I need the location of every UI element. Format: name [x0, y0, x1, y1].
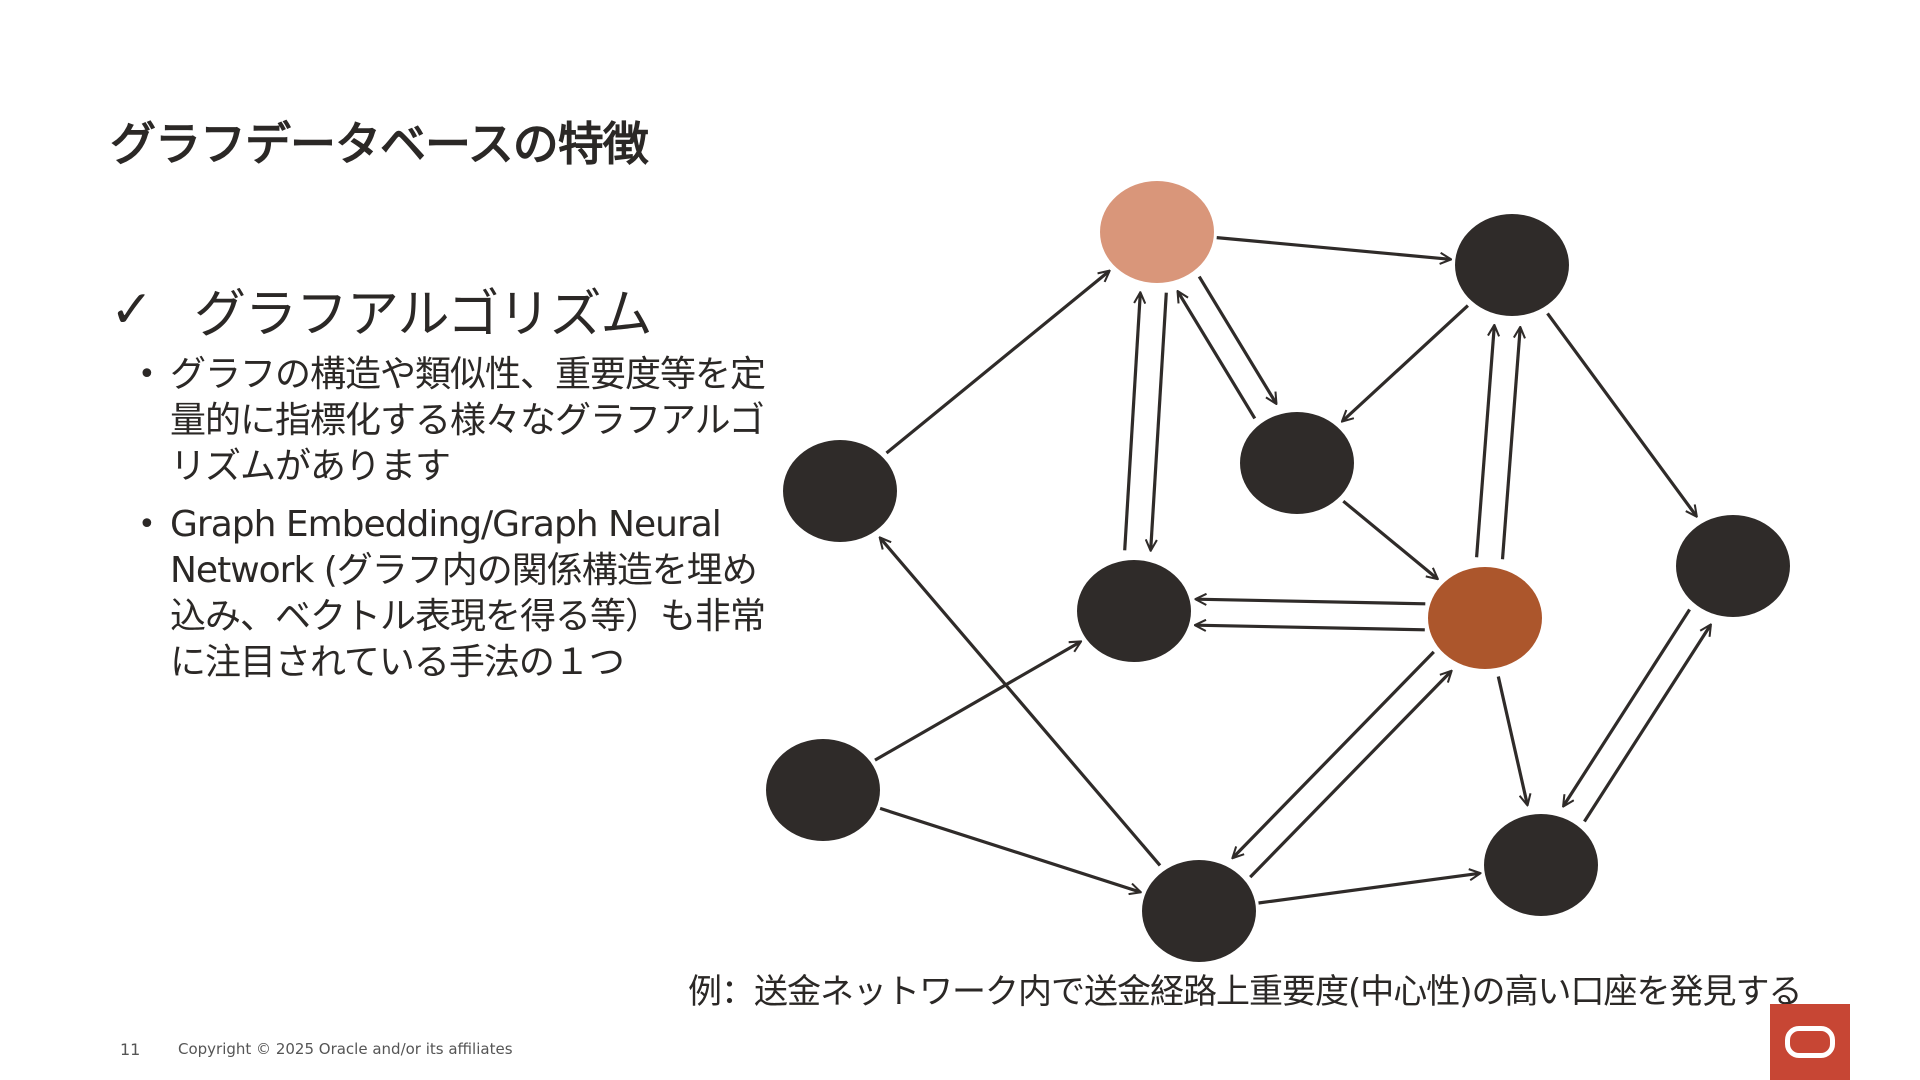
- node-bottom-left: [766, 739, 880, 841]
- edge-bottom-left-to-bottom-center: [879, 806, 1140, 892]
- node-top-right: [1455, 214, 1569, 316]
- edge-bottom-center-to-left: [880, 538, 1162, 867]
- node-middle: [1240, 412, 1354, 514]
- edge-top-center-to-middle: [1197, 275, 1276, 404]
- edge-center-right-to-bottom-center: [1233, 650, 1435, 858]
- node-bottom-center: [1142, 860, 1256, 962]
- edge-center-left-to-top-center: [1123, 293, 1141, 551]
- diagram-caption: 例：送金ネットワーク内で送金経路上重要度(中心性)の高い口座を発見する: [688, 972, 1803, 1012]
- edge-top-center-to-top-right: [1216, 236, 1451, 260]
- node-center-left: [1077, 560, 1191, 662]
- node-far-right: [1676, 515, 1790, 617]
- bullet-dot-icon: •: [138, 507, 156, 542]
- node-top-center: [1100, 181, 1214, 283]
- edge-center-right-to-top-right: [1500, 328, 1521, 560]
- node-center-right: [1428, 567, 1542, 669]
- edge-bottom-center-to-bottom-right: [1258, 873, 1480, 905]
- edge-middle-to-center-right: [1342, 499, 1437, 578]
- bullet-list: • グラフの構造や類似性、重要度等を定量的に指標化する様々なグラフアルゴリズムが…: [138, 352, 778, 698]
- edge-bottom-center-to-center-right: [1249, 671, 1451, 879]
- edge-middle-to-top-center: [1178, 292, 1257, 420]
- node-left: [783, 440, 897, 542]
- edge-bottom-right-to-far-right: [1583, 625, 1710, 823]
- page-number: 11: [120, 1040, 141, 1059]
- node-bottom-right: [1484, 814, 1598, 916]
- bullet-item: • Graph Embedding/Graph Neural Network (…: [138, 502, 778, 686]
- edge-layer: [874, 236, 1710, 905]
- bullet-text: Graph Embedding/Graph Neural Network (グラ…: [170, 504, 766, 683]
- edge-center-right-to-center-left: [1196, 625, 1425, 630]
- edge-bottom-left-to-center-left: [874, 642, 1080, 762]
- edge-center-right-to-bottom-right: [1496, 676, 1527, 805]
- edge-left-to-top-center: [885, 271, 1110, 455]
- slide-title: グラフデータベースの特徴: [110, 117, 649, 171]
- checkmark-icon: ✓: [110, 279, 154, 340]
- edge-center-right-to-center-left: [1196, 599, 1426, 604]
- edge-top-right-to-middle: [1343, 304, 1469, 421]
- oracle-logo-icon: [1785, 1026, 1835, 1058]
- edge-top-right-to-far-right: [1546, 312, 1697, 516]
- bullet-text: グラフの構造や類似性、重要度等を定量的に指標化する様々なグラフアルゴリズムがあり…: [170, 354, 766, 487]
- node-layer: [766, 181, 1790, 962]
- oracle-logo: [1770, 1004, 1850, 1080]
- edge-far-right-to-bottom-right: [1564, 608, 1691, 806]
- copyright-text: Copyright © 2025 Oracle and/or its affil…: [178, 1040, 513, 1058]
- edge-top-center-to-center-left: [1151, 292, 1168, 550]
- bullet-item: • グラフの構造や類似性、重要度等を定量的に指標化する様々なグラフアルゴリズムが…: [138, 352, 778, 490]
- bullet-dot-icon: •: [138, 357, 156, 392]
- edge-center-right-to-top-right: [1475, 326, 1495, 558]
- section-heading-text: グラフアルゴリズム: [194, 285, 652, 345]
- section-heading: ✓ グラフアルゴリズム: [110, 272, 652, 347]
